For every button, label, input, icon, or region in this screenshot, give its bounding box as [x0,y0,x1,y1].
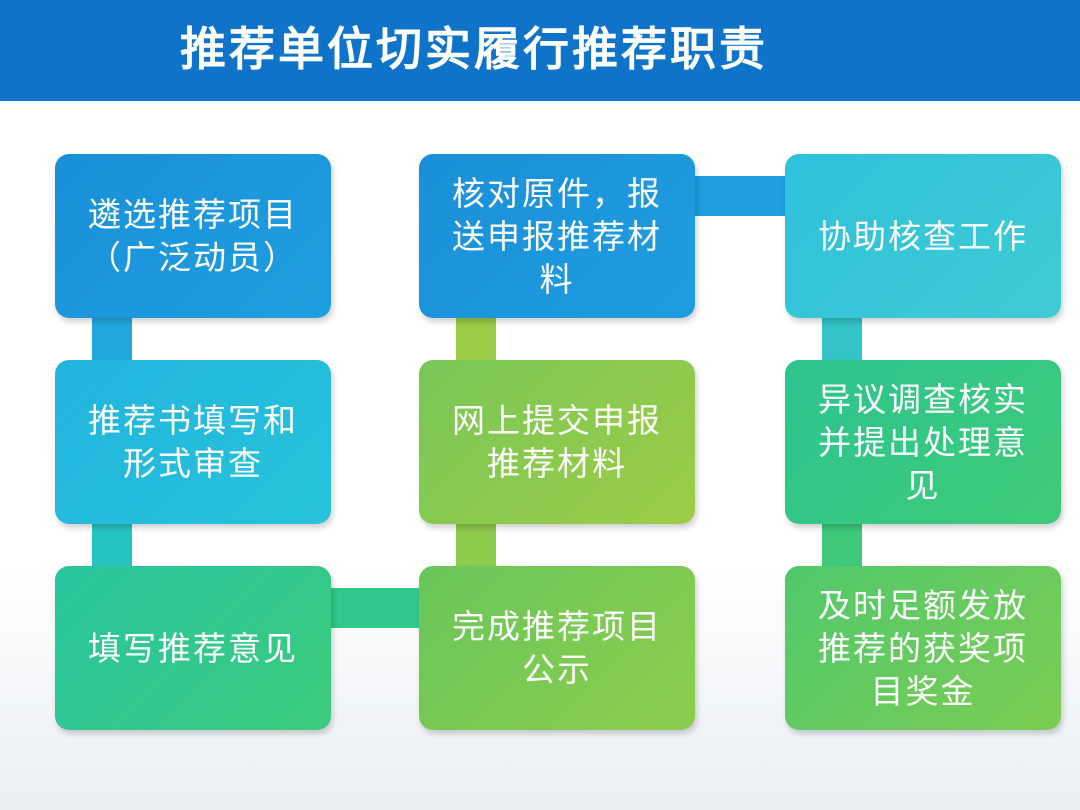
header-underline [0,101,1080,107]
step-pay-award: 及时足额发放推荐的获奖项目奖金 [785,566,1061,730]
connector-col3-top [822,310,862,368]
header-bar [0,0,1080,101]
connector-col2-top [456,310,496,368]
connector-row3-left [323,588,427,628]
step-label: 异议调查核实并提出处理意见 [818,379,1028,505]
step-label: 填写推荐意见 [88,628,298,668]
step-assist-verification: 协助核查工作 [785,154,1061,318]
connector-row1-right [688,176,793,216]
step-public-notice: 完成推荐项目公示 [419,566,695,730]
step-label: 遴选推荐项目（广泛动员） [88,195,298,277]
step-label: 核对原件，报送申报推荐材料 [452,173,662,299]
step-label: 完成推荐项目公示 [452,607,662,689]
step-verify-originals: 核对原件，报送申报推荐材料 [419,154,695,318]
step-online-submission: 网上提交申报推荐材料 [419,360,695,524]
connector-col3-bottom [822,516,862,574]
step-label: 网上提交申报推荐材料 [452,401,662,483]
page-title: 推荐单位切实履行推荐职责 [180,22,768,76]
step-select-projects: 遴选推荐项目（广泛动员） [55,154,331,318]
step-objection-investigation: 异议调查核实并提出处理意见 [785,360,1061,524]
connector-col1-top [92,310,132,368]
step-label: 推荐书填写和形式审查 [88,401,298,483]
step-fill-opinion: 填写推荐意见 [55,566,331,730]
connector-col2-bottom [456,516,496,574]
step-form-review: 推荐书填写和形式审查 [55,360,331,524]
step-label: 协助核查工作 [818,216,1028,256]
connector-col1-bottom [92,516,132,574]
step-label: 及时足额发放推荐的获奖项目奖金 [818,585,1028,711]
